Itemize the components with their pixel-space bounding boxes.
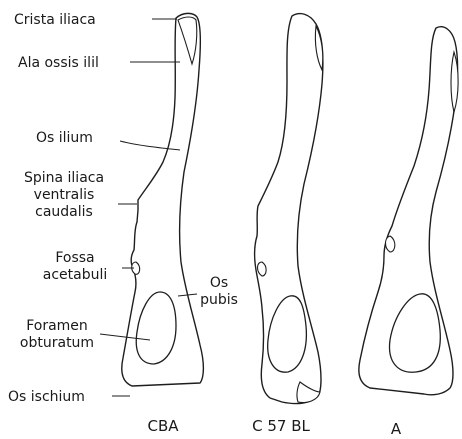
caption-cba: CBA — [147, 417, 179, 435]
caption-a: A — [391, 420, 402, 438]
label-foramen-1: Foramen — [26, 318, 88, 334]
label-os-pubis-1: Os — [210, 275, 228, 291]
label-crista-iliaca: Crista iliaca — [14, 12, 96, 28]
label-spina-iliaca-2: ventralis — [34, 187, 95, 203]
label-os-pubis-2: pubis — [200, 292, 238, 308]
bone-a-fossa — [386, 236, 395, 252]
label-spina-iliaca-1: Spina iliaca — [24, 170, 104, 186]
bone-a — [359, 27, 458, 395]
label-os-ilium: Os ilium — [36, 130, 93, 146]
captions: CBA C 57 BL A — [147, 417, 401, 438]
labels: Crista iliaca Ala ossis ilil Os ilium Sp… — [8, 12, 238, 405]
label-foramen-2: obturatum — [20, 335, 94, 351]
bone-cba — [122, 13, 204, 386]
label-fossa-2: acetabuli — [43, 267, 108, 283]
label-spina-iliaca-3: caudalis — [35, 204, 93, 220]
bone-c57bl — [255, 14, 323, 404]
caption-c57bl: C 57 BL — [252, 417, 310, 435]
label-ala-ossis-ilii: Ala ossis ilil — [18, 55, 99, 71]
label-os-ischium: Os ischium — [8, 389, 85, 405]
label-fossa-1: Fossa — [55, 250, 94, 266]
